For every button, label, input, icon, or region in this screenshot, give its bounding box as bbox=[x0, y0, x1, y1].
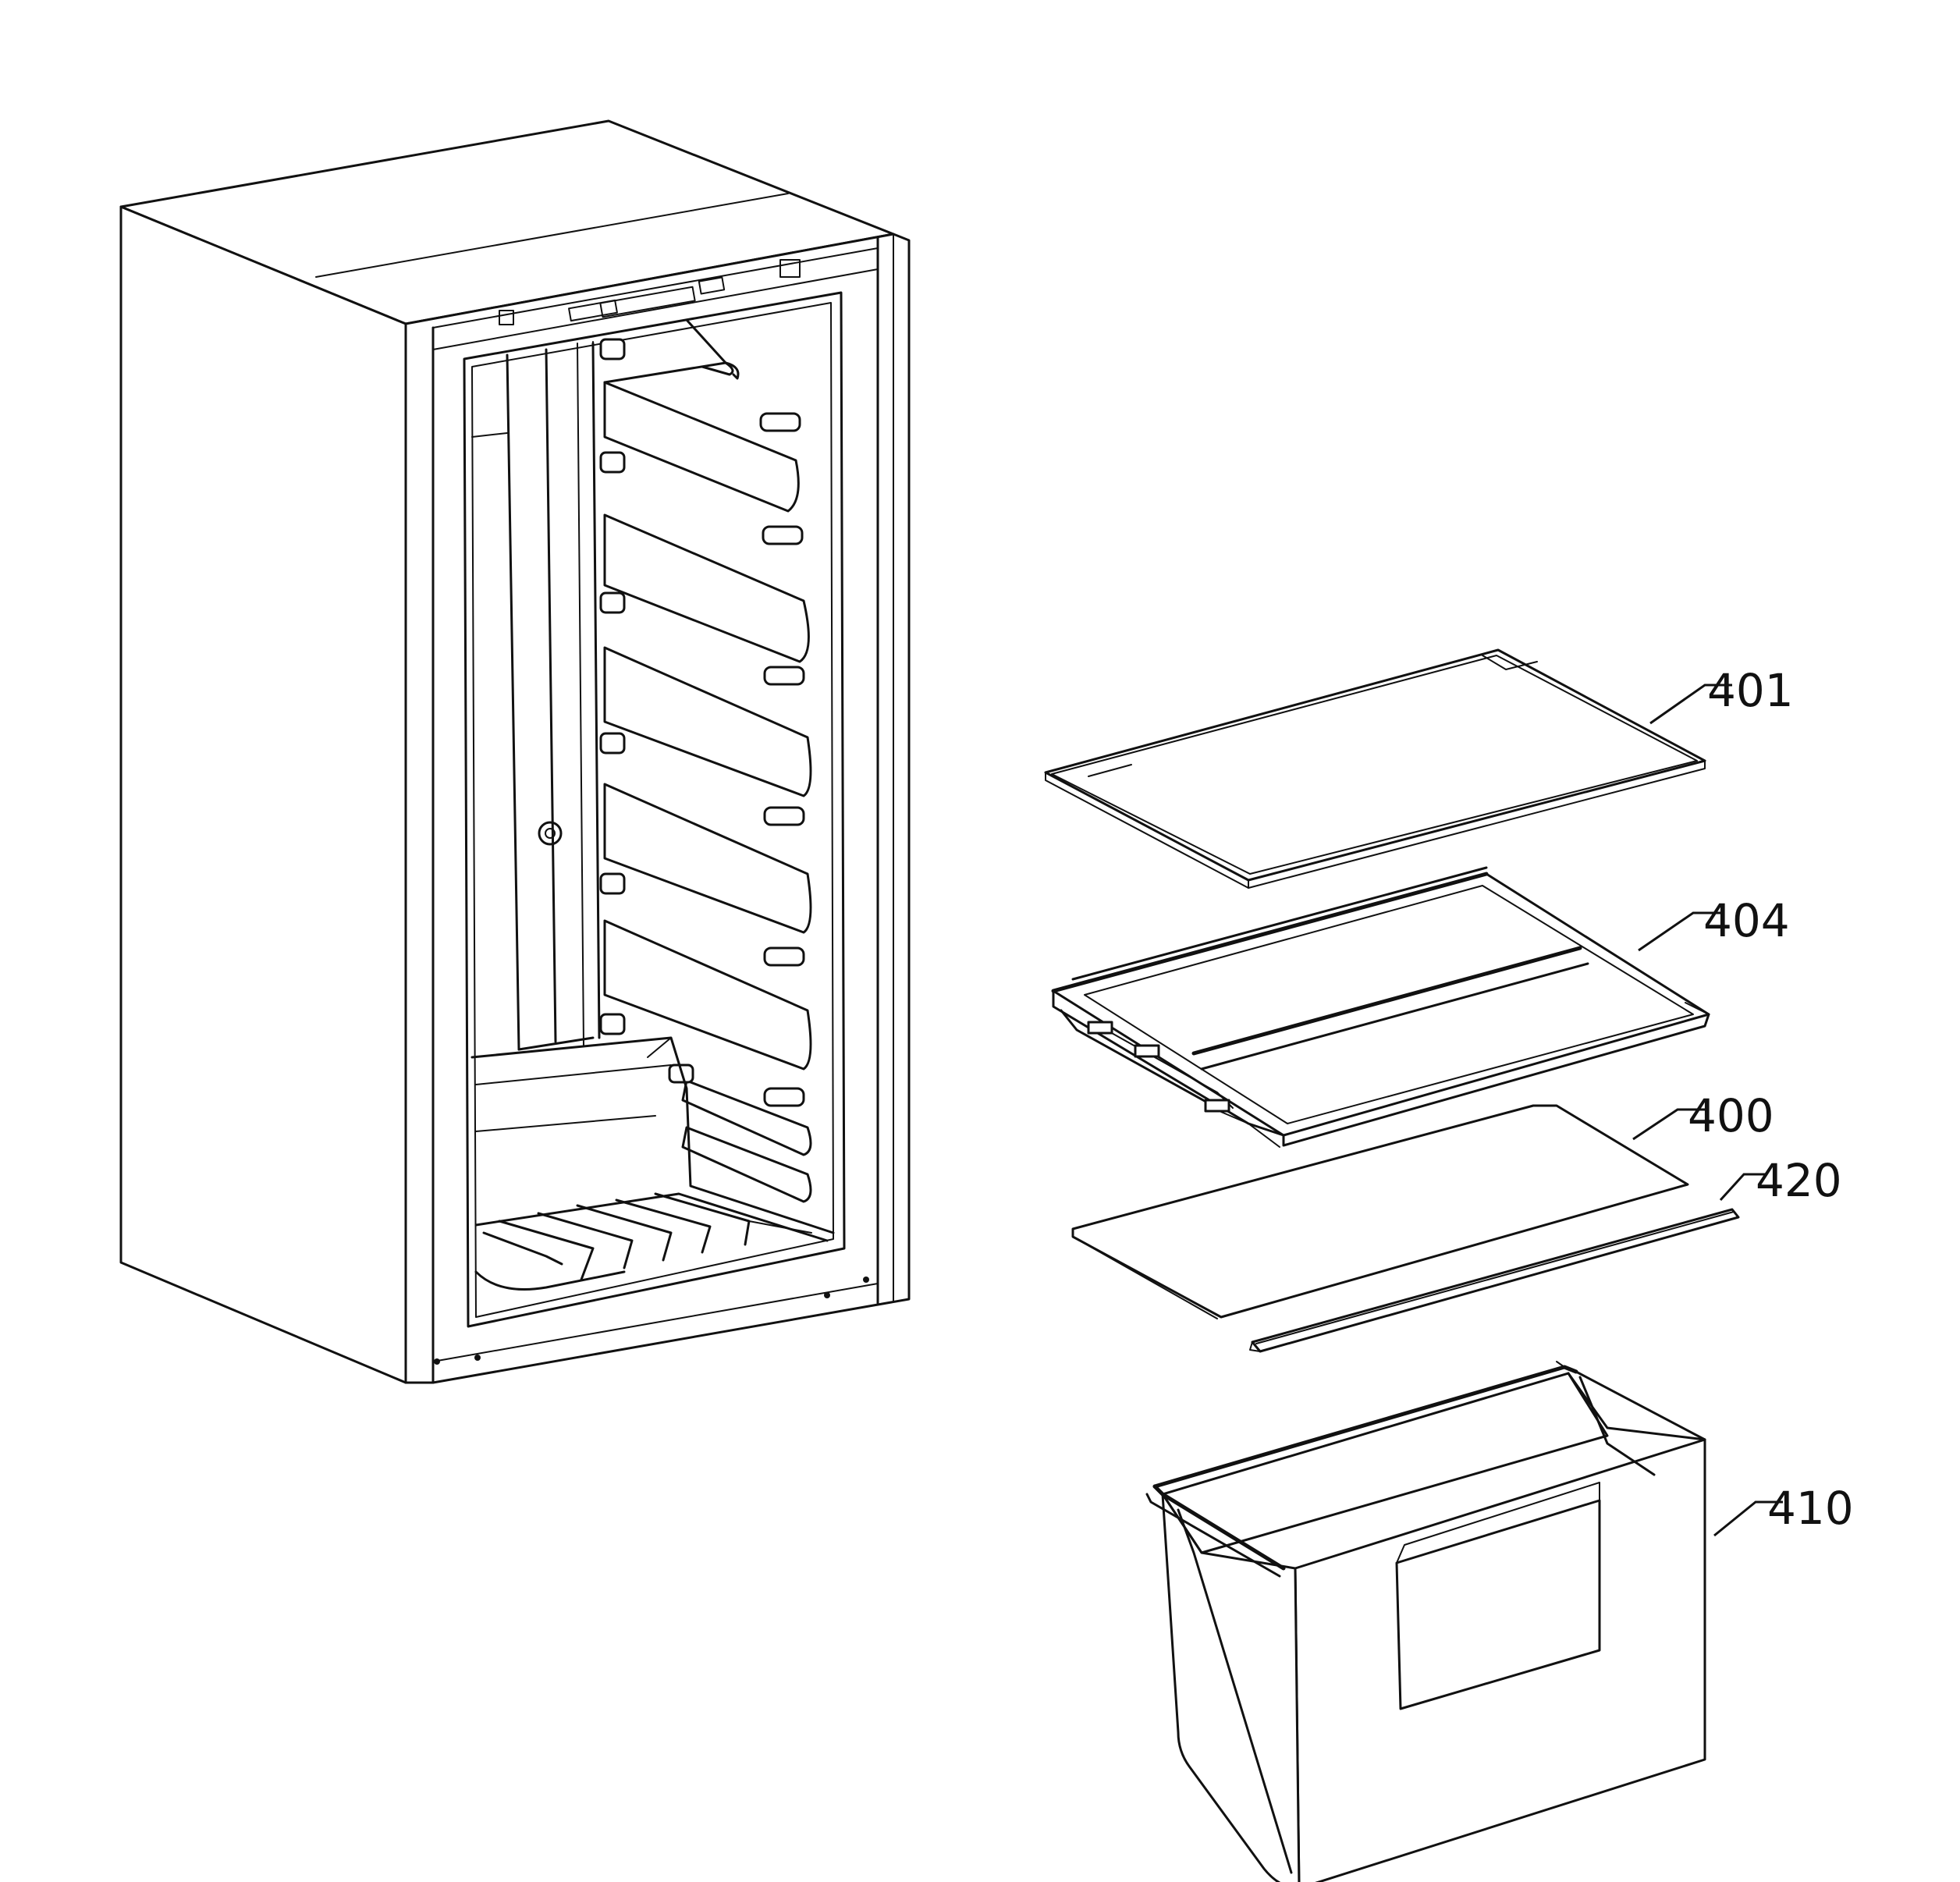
cabinet-liner-opening bbox=[463, 291, 846, 1328]
callout-420: 420 bbox=[1719, 1154, 1842, 1207]
callout-410: 410 bbox=[1713, 1482, 1854, 1537]
part-400-glass-plate bbox=[1071, 1104, 1689, 1319]
part-410-crisper-drawer bbox=[1145, 1361, 1706, 1882]
callout-400-label: 400 bbox=[1688, 1089, 1774, 1142]
callout-404-label: 404 bbox=[1703, 894, 1790, 947]
drain-hole bbox=[538, 821, 563, 846]
part-401-shelf-glass bbox=[1044, 648, 1706, 889]
refrigerator-cabinet bbox=[119, 119, 911, 1384]
callout-410-label: 410 bbox=[1767, 1482, 1854, 1535]
shelf-clips bbox=[599, 338, 805, 1107]
callout-401: 401 bbox=[1649, 664, 1794, 725]
callout-400: 400 bbox=[1632, 1089, 1774, 1142]
callout-401-label: 401 bbox=[1707, 664, 1794, 717]
part-420-trim-strip bbox=[1249, 1208, 1740, 1353]
callout-404: 404 bbox=[1638, 894, 1790, 952]
shelf-support-ribs bbox=[603, 361, 812, 1203]
cabinet-floor-ribs bbox=[474, 1192, 829, 1291]
callout-420-label: 420 bbox=[1756, 1154, 1842, 1207]
part-404-shelf-frame bbox=[1051, 866, 1710, 1148]
cabinet-left-side bbox=[119, 205, 407, 1384]
